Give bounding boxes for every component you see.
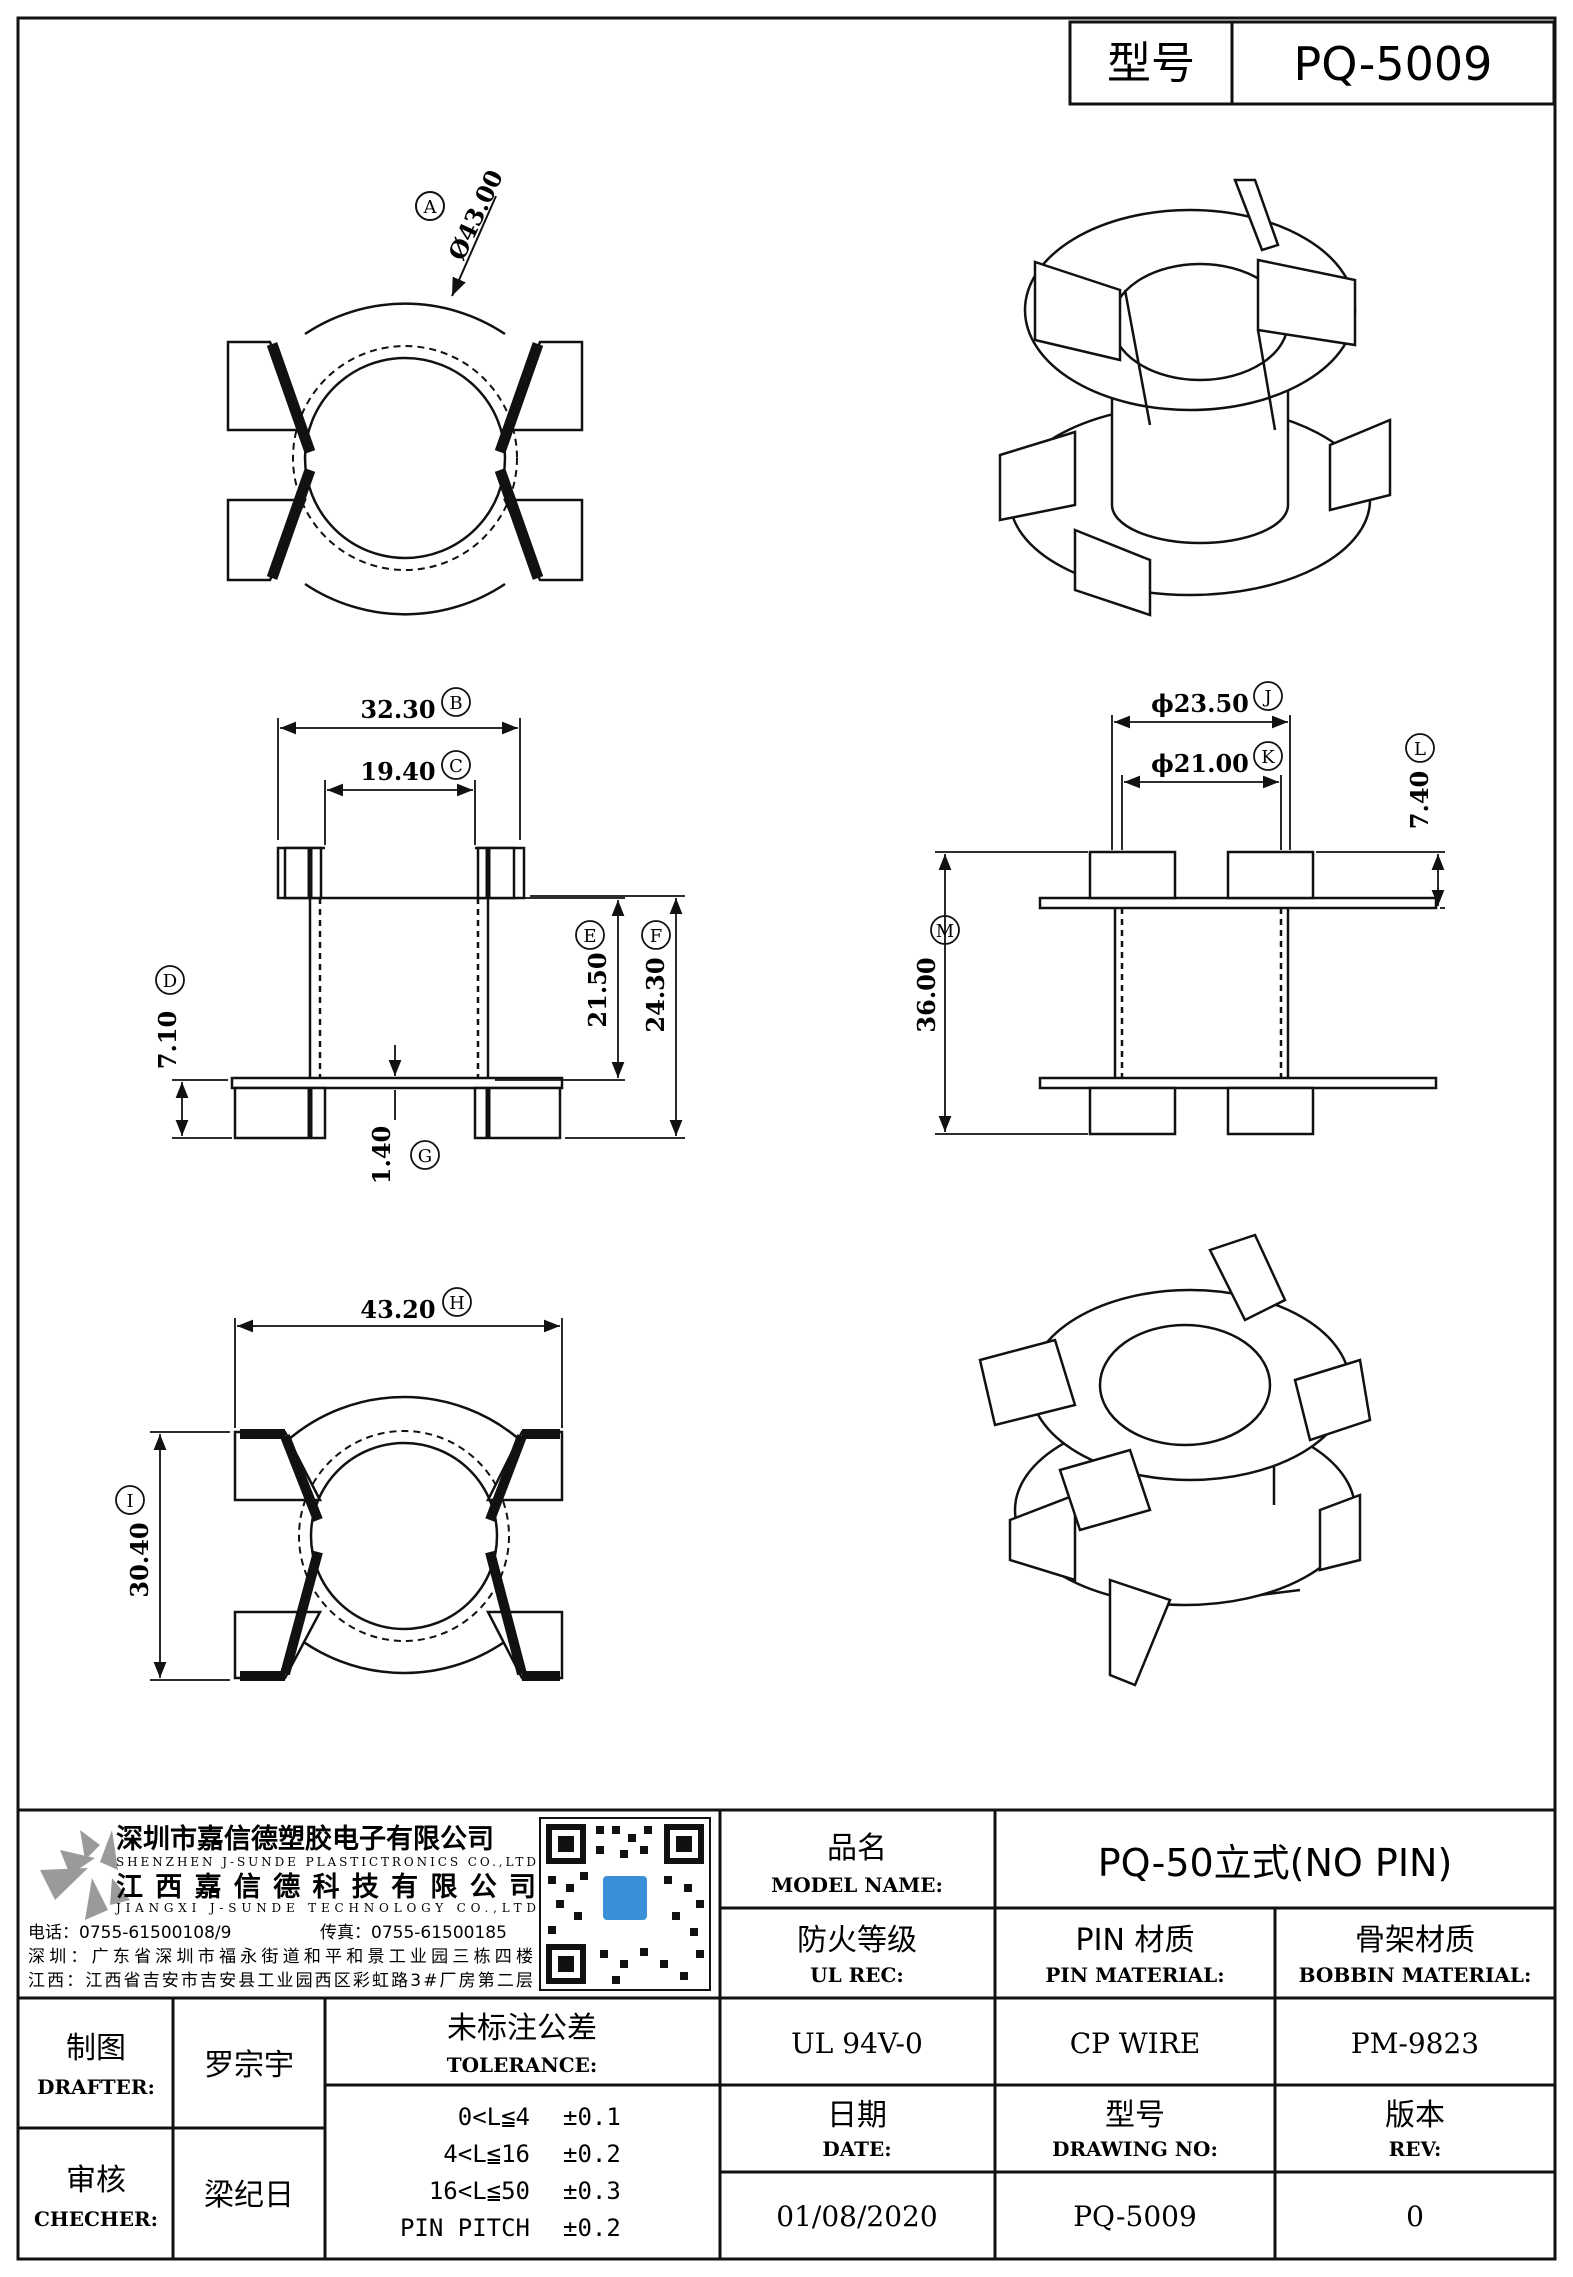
checker-label-cn: 审核	[66, 2163, 126, 2198]
dim-value-M: 36.00	[912, 957, 941, 1032]
front-view-dimensions	[155, 687, 685, 1170]
dim-value-A: Ø43.00	[442, 165, 509, 264]
tolerance-value: ±0.3	[563, 2177, 621, 2205]
side-view-dimensions	[930, 681, 1445, 1135]
checker-value: 梁纪日	[204, 2178, 294, 2213]
rev-label-en: REV:	[1389, 2137, 1442, 2161]
drafter-label-en: DRAFTER:	[37, 2075, 155, 2099]
dim-value-D: 7.10	[153, 1011, 182, 1069]
qr-code	[539, 1817, 711, 1991]
dim-label-E: E	[583, 926, 596, 947]
dim-value-B: 32.30	[360, 695, 435, 724]
dim-label-H: H	[449, 1293, 465, 1314]
tolerance-range: 4<L≦16	[443, 2140, 530, 2168]
top-view	[226, 191, 584, 616]
front-view	[230, 790, 564, 1140]
date-label-en: DATE:	[822, 2137, 891, 2161]
dim-label-J: J	[1262, 687, 1271, 708]
model-name-label-cn: 品名	[827, 1831, 887, 1866]
tolerance-value: ±0.1	[563, 2103, 621, 2131]
pin-label-en: PIN MATERIAL:	[1045, 1963, 1224, 1987]
bobbin-label-cn: 骨架材质	[1355, 1923, 1475, 1958]
drafter-label-cn: 制图	[66, 2031, 126, 2066]
pin-label-cn: PIN 材质	[1076, 1923, 1195, 1958]
company-address-sz: 深圳：广东省深圳市福永街道和平和景工业园三栋四楼	[28, 1947, 533, 1967]
ul-label-en: UL REC:	[810, 1963, 904, 1987]
drawing-no-value: PQ-5009	[1073, 2200, 1197, 2233]
tolerance-label-en: TOLERANCE:	[447, 2053, 598, 2077]
side-view	[1038, 850, 1438, 1136]
tolerance-value: ±0.2	[563, 2140, 621, 2168]
company2-name-cn: 江西嘉信德科技有限公司	[116, 1872, 536, 1903]
drawing-no-label-cn: 型号	[1105, 2098, 1165, 2133]
dim-label-I: I	[126, 1491, 133, 1512]
dim-label-F: F	[650, 926, 663, 947]
company-name-cn: 深圳市嘉信德塑胶电子有限公司	[116, 1823, 494, 1855]
dim-label-L: L	[1414, 739, 1426, 760]
dim-value-I: 30.40	[125, 1522, 154, 1597]
dim-label-A: A	[423, 197, 438, 218]
header-model-box: 型号 PQ-5009	[1068, 20, 1556, 106]
date-value: 01/08/2020	[776, 2200, 937, 2233]
ul-label-cn: 防火等级	[797, 1923, 917, 1958]
title-block	[18, 1808, 1555, 2259]
header-model-label: 型号	[1107, 38, 1195, 89]
tolerance-range: 16<L≦50	[429, 2177, 530, 2205]
header-model-value: PQ-5009	[1294, 37, 1493, 91]
dim-value-E: 21.50	[583, 952, 612, 1027]
checker-label-en: CHECHER:	[34, 2207, 158, 2231]
dim-label-K: K	[1261, 747, 1275, 768]
dim-value-L: 7.40	[1405, 771, 1434, 829]
drawing-no-label-en: DRAWING NO:	[1052, 2137, 1218, 2161]
dim-value-J: ϕ23.50	[1151, 689, 1249, 718]
tolerance-label-cn: 未标注公差	[447, 2011, 597, 2046]
dim-label-G: G	[418, 1146, 432, 1167]
sheet-border	[16, 16, 1557, 2261]
isometric-view-top	[998, 178, 1392, 617]
model-name-label-en: MODEL NAME:	[771, 1873, 943, 1897]
tolerance-table: 0<L≦4 ±0.1 4<L≦16 ±0.2 16<L≦50 ±0.3 PIN …	[400, 2103, 621, 2242]
dim-value-F: 24.30	[641, 957, 670, 1032]
pin-value: CP WIRE	[1070, 2027, 1201, 2060]
dim-value-H: 43.20	[360, 1295, 435, 1324]
company-address-jx: 江西：江西省吉安市吉安县工业园西区彩虹路3#厂房第二层	[28, 1971, 533, 1991]
dim-value-C: 19.40	[360, 757, 435, 786]
dim-label-C: C	[449, 756, 463, 777]
dim-label-D: D	[163, 971, 177, 992]
rev-value: 0	[1406, 2200, 1424, 2233]
company-phone: 电话：0755-61500108/9	[28, 1923, 231, 1943]
isometric-view-bottom	[978, 1233, 1372, 1687]
company2-name-en: JIANGXI J-SUNDE TECHNOLOGY CO.,LTD	[114, 1901, 536, 1915]
company-logo	[40, 1830, 130, 1920]
company-name-en: SHENZHEN J-SUNDE PLASTICTRONICS CO.,LTD	[116, 1855, 536, 1869]
date-label-cn: 日期	[827, 2098, 887, 2133]
bottom-view	[233, 1395, 564, 1681]
dim-value-G: 1.40	[367, 1126, 396, 1184]
tolerance-range: 0<L≦4	[458, 2103, 530, 2131]
bobbin-value: PM-9823	[1351, 2027, 1479, 2060]
dim-label-M: M	[936, 921, 954, 942]
dim-label-B: B	[449, 693, 462, 714]
bobbin-label-en: BOBBIN MATERIAL:	[1299, 1963, 1532, 1987]
tolerance-value: ±0.2	[563, 2214, 621, 2242]
company-fax: 传真：0755-61500185	[320, 1923, 507, 1943]
model-name-value: PQ-50立式(NO PIN)	[1098, 1841, 1453, 1885]
tolerance-range: PIN PITCH	[400, 2214, 530, 2242]
ul-value: UL 94V-0	[791, 2027, 923, 2060]
drafter-value: 罗宗宇	[204, 2048, 294, 2083]
rev-label-cn: 版本	[1385, 2098, 1445, 2133]
bottom-view-dimensions	[115, 1287, 563, 1681]
dim-value-K: ϕ21.00	[1151, 749, 1249, 778]
